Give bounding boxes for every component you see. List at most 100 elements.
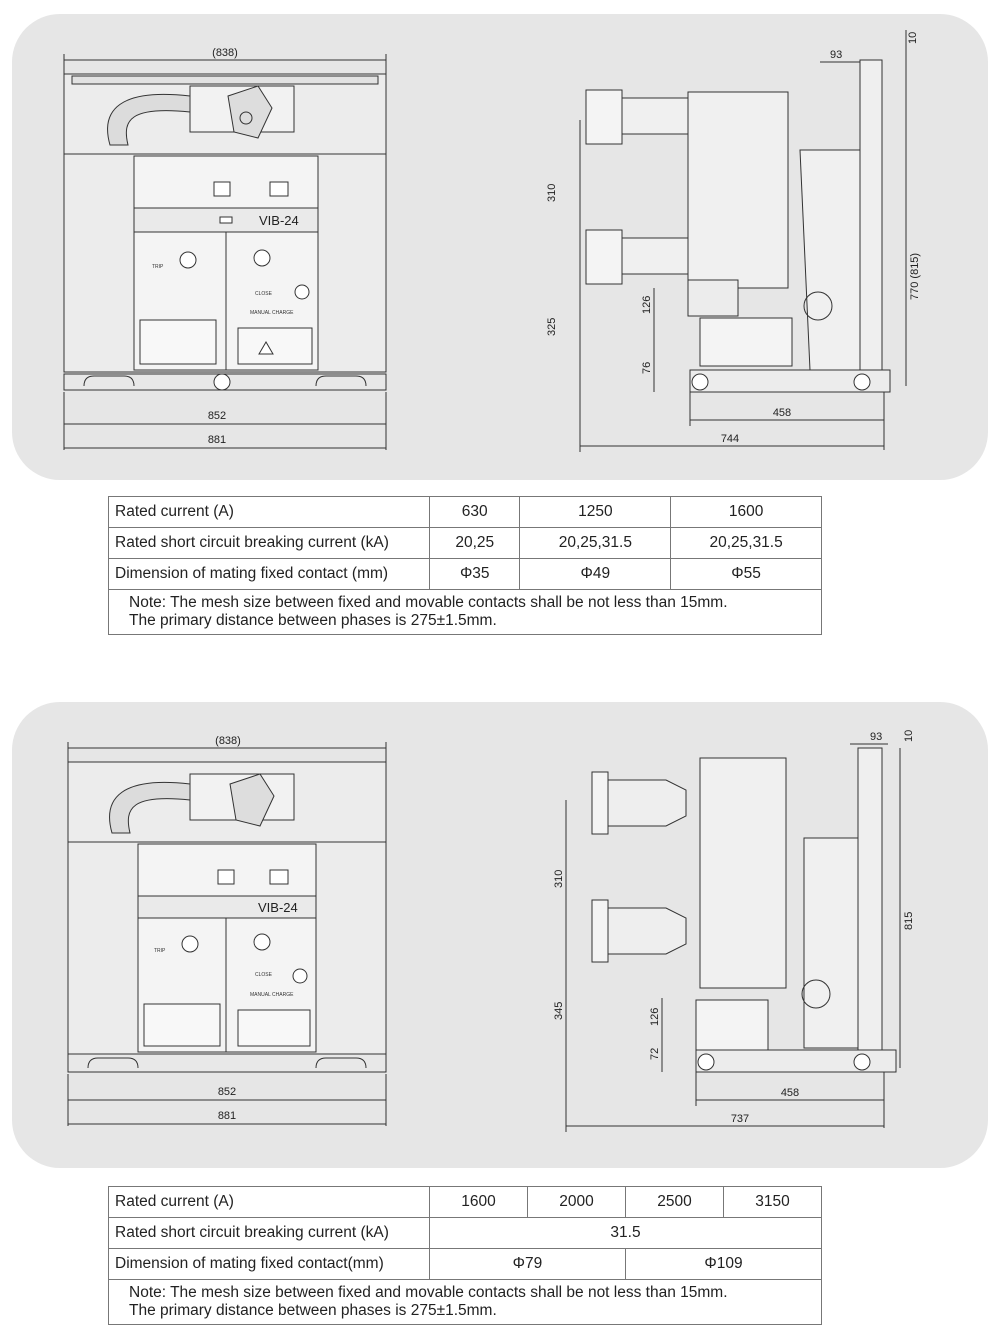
dim-label-72: 72 (649, 1048, 661, 1060)
dim-label-737: 737 (731, 1113, 749, 1125)
close-label: CLOSE (255, 972, 273, 978)
table-header-cell: Rated short circuit breaking current (kA… (108, 1217, 430, 1249)
dim-label-458: 458 (781, 1087, 799, 1099)
upper-contact-arm (621, 97, 689, 135)
dim-label-76: 76 (641, 362, 653, 374)
technical-drawing-2: (838) VIB-24 TRIP CLOSE MANUAL CHARGE 85… (67, 730, 915, 1132)
table-cell: Φ79 (429, 1248, 626, 1280)
side-chassis (695, 1049, 897, 1073)
note-line-2: The primary distance between phases is 2… (129, 612, 497, 629)
indicator-window-1 (213, 181, 231, 197)
nameplate-left (139, 319, 217, 365)
table-cell: 3150 (722, 1186, 823, 1218)
table-cell: 630 (428, 496, 521, 528)
note-line-1: Note: The mesh size between fixed and mo… (129, 1284, 728, 1301)
table-cell: 20,25 (428, 527, 521, 559)
table-cell: 20,25,31.5 (670, 527, 822, 559)
dim-label-310: 310 (553, 870, 565, 888)
chassis-base (67, 1053, 387, 1073)
dim-label-310: 310 (546, 184, 558, 202)
table-cell: 1250 (519, 496, 672, 528)
flexible-cable (107, 93, 191, 146)
note-line-2: The primary distance between phases is 2… (129, 1302, 497, 1319)
table-cell: Φ49 (519, 558, 672, 590)
lower-contact-arm (605, 907, 687, 955)
spec-table-1: Rated current (A) 630 1250 1600 Rated sh… (108, 496, 822, 635)
dim-label-838: (838) (215, 735, 241, 747)
table-header-cell: Rated current (A) (108, 1186, 430, 1218)
nameplate-right (237, 327, 313, 365)
table-header-cell: Rated current (A) (108, 496, 430, 528)
table-row: Dimension of mating fixed contact (mm) Φ… (108, 558, 822, 590)
trip-button (181, 935, 199, 953)
upper-contact-arm (605, 779, 687, 827)
dim-label-325: 325 (546, 318, 558, 336)
table-cell: 1600 (429, 1186, 528, 1218)
table-row: Rated short circuit breaking current (kA… (108, 527, 822, 559)
dim-label-93: 93 (870, 731, 882, 743)
table-header-cell: Dimension of mating fixed contact (mm) (108, 558, 430, 590)
spec-table-2: Rated current (A) 1600 2000 2500 3150 Ra… (108, 1186, 823, 1325)
table-note: Note: The mesh size between fixed and mo… (108, 1279, 822, 1325)
interrupter-housing (699, 757, 787, 989)
dim-label-345: 345 (553, 1002, 565, 1020)
table-cell: 1600 (670, 496, 822, 528)
upper-contact (591, 771, 609, 835)
trip-label: TRIP (154, 948, 166, 954)
table-header-cell: Rated short circuit breaking current (kA… (108, 527, 430, 559)
mechanism-box (695, 999, 769, 1051)
note-line-1: Note: The mesh size between fixed and mo… (129, 594, 728, 611)
dim-label-10: 10 (903, 730, 915, 742)
technical-drawing-1: (838) VIB-24 TRIP CLOSE MANUAL CHARGE 85… (63, 30, 921, 452)
manual-charge-label: MANUAL CHARGE (250, 992, 294, 998)
upper-contact (585, 89, 623, 145)
table-cell: 31.5 (429, 1217, 822, 1249)
manual-charge-port (292, 968, 308, 984)
dim-label-93: 93 (830, 49, 842, 61)
interrupter-housing (687, 91, 789, 289)
nameplate-left (143, 1003, 221, 1047)
side-chassis (689, 369, 891, 393)
table-cell: 2500 (624, 1186, 724, 1218)
table-note-row: Note: The mesh size between fixed and mo… (108, 1279, 822, 1325)
lower-contact-arm (621, 237, 689, 275)
dim-label-815: 815 (903, 912, 915, 930)
table-cell: Φ55 (670, 558, 822, 590)
table-cell: 20,25,31.5 (519, 527, 672, 559)
dim-label-838: (838) (212, 47, 238, 59)
dim-label-744: 744 (721, 433, 739, 445)
table-note: Note: The mesh size between fixed and mo… (108, 589, 822, 635)
dim-label-881: 881 (218, 1110, 236, 1122)
table-header-cell: Dimension of mating fixed contact(mm) (108, 1248, 430, 1280)
table-cell: 2000 (526, 1186, 626, 1218)
trip-label: TRIP (152, 264, 164, 270)
table-row: Dimension of mating fixed contact(mm) Φ7… (108, 1248, 823, 1280)
trip-button (179, 251, 197, 269)
lower-contact (591, 899, 609, 963)
dim-label-10: 10 (907, 32, 919, 44)
table-note-row: Note: The mesh size between fixed and mo… (108, 589, 822, 635)
side-frame (857, 747, 883, 1067)
close-button (253, 249, 271, 267)
flexible-cable (109, 781, 191, 834)
table-cell: Φ109 (624, 1248, 823, 1280)
table-row: Rated current (A) 630 1250 1600 (108, 496, 822, 528)
side-frame (859, 59, 883, 391)
dim-label-881: 881 (208, 434, 226, 446)
manual-charge-label: MANUAL CHARGE (250, 310, 294, 316)
dim-label-126: 126 (649, 1008, 661, 1026)
table-cell: Φ35 (428, 558, 521, 590)
table-row: Rated short circuit breaking current (kA… (108, 1217, 822, 1249)
manual-charge-port (294, 284, 310, 300)
indicator-window-2 (269, 869, 289, 885)
dim-label-852: 852 (208, 410, 226, 422)
indicator-window-2 (269, 181, 289, 197)
table-row: Rated current (A) 1600 2000 2500 3150 (108, 1186, 823, 1218)
mechanism-box (699, 317, 793, 367)
model-label: VIB-24 (259, 213, 299, 228)
dim-label-126: 126 (641, 296, 653, 314)
model-label: VIB-24 (258, 900, 298, 915)
close-label: CLOSE (255, 291, 273, 297)
indicator-window-1 (217, 869, 235, 885)
close-button (253, 933, 271, 951)
